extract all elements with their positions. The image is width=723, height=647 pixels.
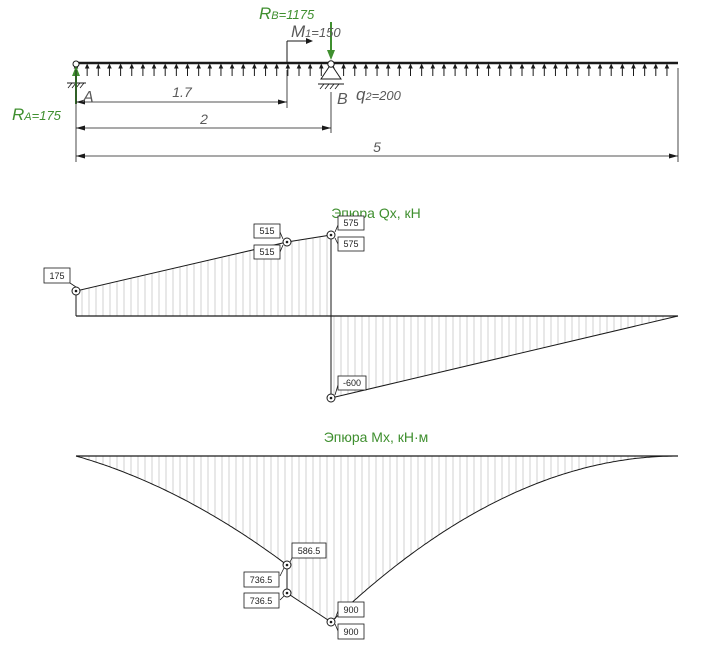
load-arrow-head (162, 63, 168, 69)
mx-label-736-5-bottom: 736.5 (250, 596, 273, 606)
load-arrow-head (84, 63, 90, 69)
load-arrow-head (508, 63, 514, 69)
load-arrow-head (129, 63, 135, 69)
load-arrow-head (107, 63, 112, 69)
load-arrow-head (430, 63, 436, 69)
load-arrow-head (341, 63, 346, 69)
load-arrow-head (140, 63, 146, 69)
load-arrow-head (586, 63, 592, 69)
load-arrow-head (397, 63, 402, 69)
load-arrow-head (542, 63, 547, 69)
dimension-lines (75, 68, 679, 162)
load-arrow-head (497, 63, 502, 69)
load-arrow-head (352, 63, 358, 69)
load-arrow-head (653, 63, 659, 69)
distributed-load-arrows (73, 63, 670, 76)
load-arrow-head (385, 63, 391, 69)
mx-diagram: Эпюра Mx, кН·м 586.5 736.5 736.5 900 9 (75, 429, 678, 640)
point-label-b: B (337, 91, 348, 108)
load-arrow-head (530, 63, 536, 69)
load-arrow-head (196, 63, 201, 69)
mx-title: Эпюра Mx, кН·м (324, 429, 429, 445)
load-arrow-head (419, 63, 424, 69)
load-arrow-head (252, 63, 257, 69)
load-arrow-head (174, 63, 179, 69)
load-arrow-head (408, 63, 413, 69)
load-arrow-head (229, 63, 235, 69)
load-arrow-head (608, 63, 614, 69)
moment-m1-symbol (286, 38, 313, 63)
support-b (318, 22, 344, 90)
qx-leaders (69, 224, 339, 396)
mx-value-labels: 586.5 736.5 736.5 900 900 (243, 542, 365, 640)
load-arrow-head (553, 63, 558, 69)
mx-markers (282, 560, 336, 627)
qx-label-575-bottom: 575 (343, 239, 358, 249)
load-arrow-head (564, 63, 569, 69)
load-arrow-head (441, 63, 447, 69)
qx-value-labels: 175 515 515 575 575 -600 (43, 215, 367, 391)
load-arrow-head (374, 63, 380, 69)
load-arrow-head (307, 63, 313, 69)
qx-label-minus-600: -600 (343, 378, 361, 388)
load-arrow-head (642, 63, 647, 69)
load-arrow-head (575, 63, 581, 69)
load-arrow-head (486, 63, 491, 69)
moment-m1-label: M1=150 (291, 22, 341, 41)
load-arrow-head (118, 63, 123, 69)
mx-label-900-bottom: 900 (343, 627, 358, 637)
reaction-a-label: RA=175 (12, 105, 62, 124)
load-arrow-head (285, 63, 291, 69)
qx-diagram: Эпюра Qx, кН 175 515 515 575 (43, 205, 679, 403)
load-arrow-head (319, 63, 324, 69)
load-arrow-head (151, 63, 157, 69)
qx-markers (71, 230, 336, 403)
dimension-label-5: 5 (373, 139, 381, 155)
dimension-label-1-7: 1.7 (172, 84, 193, 100)
mx-label-586-5: 586.5 (298, 546, 321, 556)
beam-scheme: 1.7 2 5 A B RA=175 RB=1175 M1=150 q2=200 (12, 4, 679, 162)
qx-label-515-bottom: 515 (259, 247, 274, 257)
mx-hatching (81, 456, 678, 620)
load-arrow-head (296, 63, 302, 69)
load-arrow-head (218, 63, 224, 69)
mx-label-736-5-top: 736.5 (250, 575, 273, 585)
load-arrow-head (207, 63, 213, 69)
qx-label-515-top: 515 (259, 226, 274, 236)
load-arrow-head (631, 63, 636, 69)
mx-label-900-top: 900 (343, 605, 358, 615)
load-arrow-head (620, 63, 625, 69)
dimension-arrowheads (76, 99, 678, 159)
load-arrow-head (96, 63, 101, 69)
reaction-b-label: RB=1175 (259, 4, 315, 23)
load-arrow-head (519, 63, 525, 69)
load-arrow-head (664, 63, 670, 69)
load-arrow-head (263, 63, 268, 69)
load-arrow-head (363, 63, 369, 69)
mx-outline (75, 455, 678, 623)
load-q2-label: q2=200 (356, 85, 402, 104)
qx-label-175: 175 (49, 271, 64, 281)
load-arrow-head (452, 63, 458, 69)
dimension-label-2: 2 (199, 111, 208, 127)
point-label-a: A (82, 89, 94, 106)
load-arrow-head (240, 63, 246, 69)
load-arrow-head (185, 63, 190, 69)
load-arrow-head (597, 63, 603, 69)
load-arrow-head (463, 63, 469, 69)
qx-label-575-top: 575 (343, 218, 358, 228)
load-arrow-head (274, 63, 279, 69)
load-arrow-head (475, 63, 480, 69)
